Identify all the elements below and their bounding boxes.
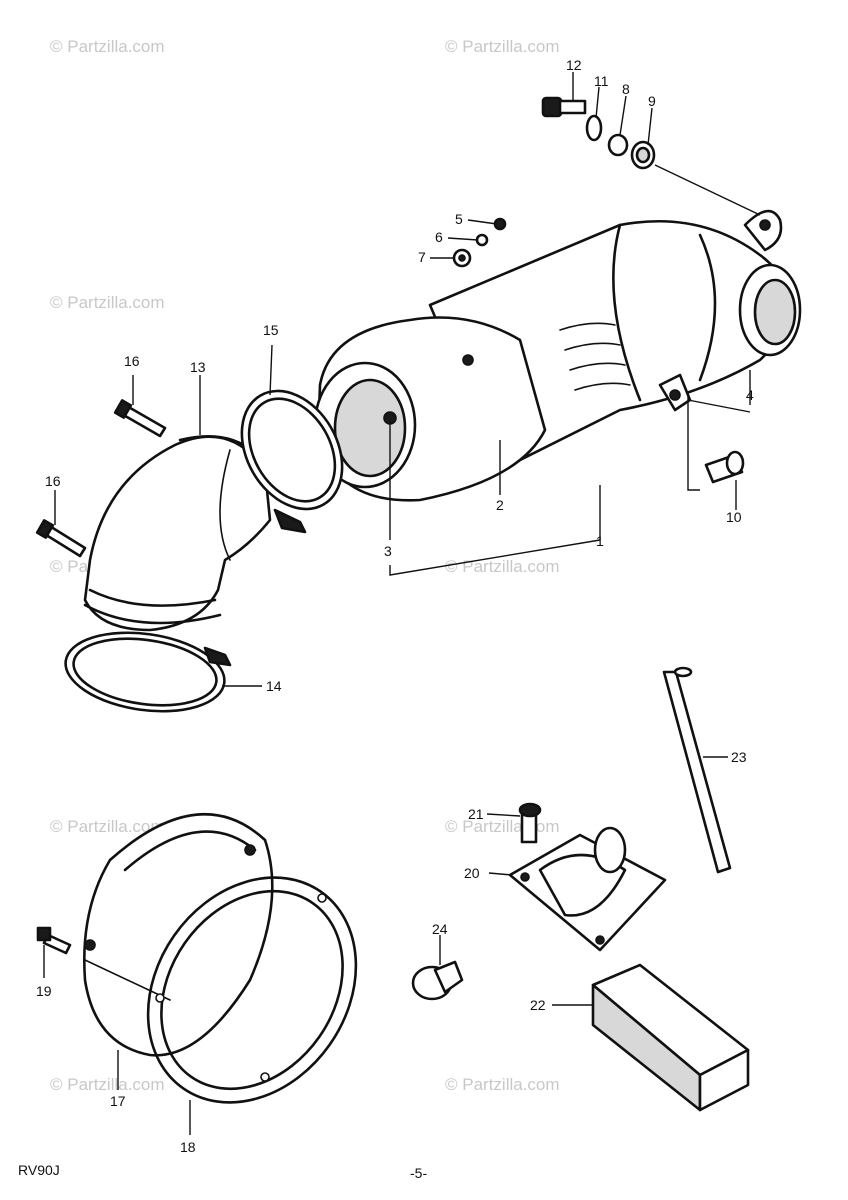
leader-lines	[43, 72, 761, 1135]
intake-elbow-drawing	[83, 434, 272, 632]
callout-5: 5	[455, 211, 463, 227]
watermark: © Partzilla.com	[445, 557, 560, 576]
callout-3: 3	[384, 543, 392, 559]
watermark: © Partzilla.com	[50, 817, 165, 836]
callout-20: 20	[464, 865, 480, 881]
callout-10: 10	[726, 509, 742, 525]
callout-12: 12	[566, 57, 582, 73]
callout-16: 16	[124, 353, 140, 369]
clamp-band-15-drawing	[240, 389, 344, 534]
page-number: -5-	[410, 1165, 427, 1181]
callout-14: 14	[266, 678, 282, 694]
watermark: © Partzilla.com	[445, 817, 560, 836]
side-cover-drawing	[83, 812, 274, 1057]
callout-16: 16	[45, 473, 61, 489]
callout-7: 7	[418, 249, 426, 265]
callout-numbers: 12 11 8 9 5 6 7 4 10 2 3 1 15 13 16 16 1…	[36, 57, 754, 1155]
callout-13: 13	[190, 359, 206, 375]
screw-19-drawing	[36, 926, 72, 955]
callout-23: 23	[731, 749, 747, 765]
hose-23-drawing	[662, 666, 732, 874]
callout-19: 19	[36, 983, 52, 999]
gasket-18-drawing	[146, 876, 358, 1104]
callout-17: 17	[110, 1093, 126, 1109]
clamp-band-14-drawing	[64, 631, 232, 713]
callout-4: 4	[746, 387, 754, 403]
callout-2: 2	[496, 497, 504, 513]
callout-9: 9	[648, 93, 656, 109]
callout-22: 22	[530, 997, 546, 1013]
callout-24: 24	[432, 921, 448, 937]
screws-16-drawing	[35, 399, 167, 558]
callout-21: 21	[468, 806, 484, 822]
callout-18: 18	[180, 1139, 196, 1155]
cap-24-drawing	[411, 960, 464, 1001]
hardware-top-drawing	[452, 96, 745, 484]
callout-15: 15	[263, 322, 279, 338]
block-22-drawing	[591, 963, 750, 1112]
watermark: © Partzilla.com	[445, 1075, 560, 1094]
watermark: © Partzilla.com	[50, 1075, 165, 1094]
callout-8: 8	[622, 81, 630, 97]
drain-cover-drawing	[508, 802, 667, 952]
watermark: © Partzilla.com	[50, 37, 165, 56]
diagram-code: RV90J	[18, 1162, 60, 1178]
callout-1: 1	[596, 533, 604, 549]
watermark: © Partzilla.com	[50, 293, 165, 312]
callout-11: 11	[594, 73, 609, 89]
callout-6: 6	[435, 229, 443, 245]
watermark: © Partzilla.com	[445, 37, 560, 56]
air-cleaner-element-drawing	[313, 316, 547, 502]
